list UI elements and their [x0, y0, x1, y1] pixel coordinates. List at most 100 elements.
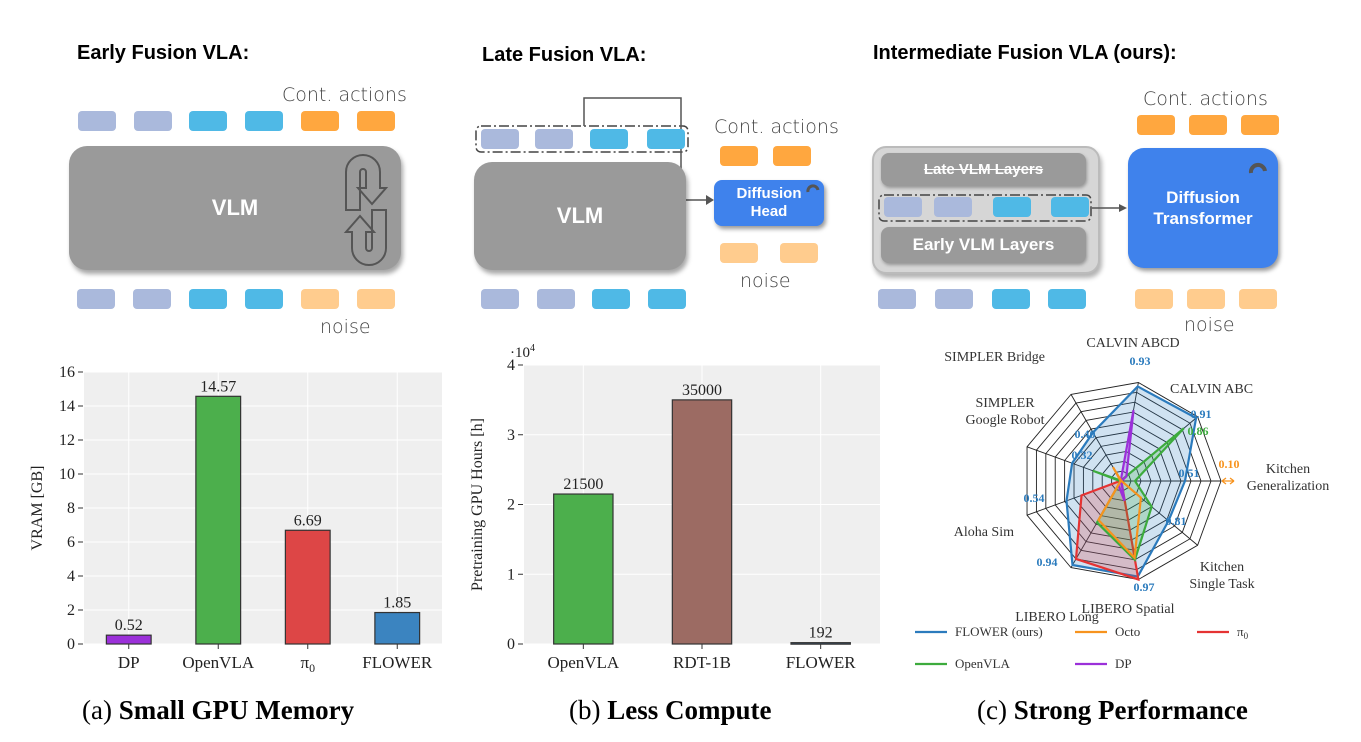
y-tick-label: 4 — [507, 357, 515, 374]
y-multiplier-label: ·104 — [510, 343, 535, 361]
y-tick-label: 14 — [59, 398, 75, 415]
loop-arrow-icon — [343, 154, 389, 266]
intermediate-fusion-title: Intermediate Fusion VLA (ours): — [873, 42, 1177, 64]
radar-axis-label: Aloha Sim — [954, 525, 1014, 540]
radar-value-annotation: 0.93 — [1130, 354, 1151, 368]
vlm-label: VLM — [556, 203, 604, 228]
radar-axis-label: LIBERO Long — [1015, 610, 1099, 625]
caption-c: (c) Strong Performance — [977, 695, 1248, 726]
feature-connector-line — [583, 97, 707, 201]
radar-spoke — [1070, 394, 1122, 482]
radar-axis-label: Kitchen — [1266, 462, 1310, 477]
language-token — [592, 289, 630, 309]
radar-ring — [1045, 401, 1202, 561]
x-tick-label: RDT-1B — [673, 653, 731, 672]
caption-a: (a) Small GPU Memory — [82, 695, 354, 726]
radar-value-annotation: 0.91 — [1191, 407, 1212, 421]
dashdot-selection-box — [475, 125, 689, 153]
y-tick-label: 2 — [507, 497, 515, 514]
language-token — [993, 197, 1031, 217]
legend-label: DP — [1115, 656, 1132, 671]
action-token — [720, 146, 758, 166]
language-token — [189, 289, 227, 309]
radar-ring — [1054, 411, 1192, 551]
caption-a-title: Small GPU Memory — [118, 695, 355, 725]
radar-series-flower-ours- — [1065, 385, 1198, 578]
diffusion-head-line2: Head — [750, 203, 788, 220]
radar-ring — [1101, 460, 1142, 502]
radar-ring — [1092, 450, 1152, 512]
y-tick-label: 3 — [507, 427, 515, 444]
caption-a-prefix: (a) — [82, 695, 119, 725]
vision-token — [134, 111, 172, 131]
caption-c-prefix: (c) — [977, 695, 1014, 725]
action-token — [1189, 115, 1227, 135]
radar-value-annotation: 0.86 — [1188, 424, 1209, 438]
bar-value-label: 6.69 — [294, 512, 322, 529]
radar-ring — [1064, 421, 1182, 541]
diffusion-head-block: Diffusion Head — [714, 180, 824, 226]
y-tick-label: 10 — [59, 466, 75, 483]
early-fusion-title: Early Fusion VLA: — [77, 42, 250, 64]
radar-value-annotation: 0.32 — [1072, 448, 1093, 462]
language-token — [992, 289, 1030, 309]
caption-c-title: Strong Performance — [1013, 695, 1248, 725]
radar-series-octo — [1097, 466, 1143, 561]
radar-axis-label: CALVIN ABC — [1170, 382, 1253, 397]
caption-b-prefix: (b) — [569, 695, 608, 725]
radar-ring — [1035, 391, 1212, 571]
radar-value-annotation: 0.94 — [1037, 555, 1058, 569]
vision-token — [537, 289, 575, 309]
double-arrow-icon — [1221, 477, 1235, 485]
diffusion-transformer-line1: Diffusion — [1166, 188, 1240, 207]
vision-token — [78, 111, 116, 131]
y-tick-label: 1 — [507, 566, 515, 583]
radar-axis-label: CALVIN ABCD — [1086, 336, 1179, 351]
language-token — [245, 111, 283, 131]
late-actions-label: Cont. actions — [714, 116, 839, 138]
vision-token — [133, 289, 171, 309]
radar-ring — [1026, 382, 1222, 580]
vision-token — [481, 289, 519, 309]
bar-value-label: 21500 — [563, 476, 603, 493]
caption-b-title: Less Compute — [607, 695, 772, 725]
vision-token — [935, 289, 973, 309]
dashdot-selection-box — [878, 194, 1092, 222]
x-tick-label: OpenVLA — [547, 653, 619, 672]
loop-arrow-icon — [806, 184, 820, 193]
vision-token — [884, 197, 922, 217]
early-vlm-layers-label: Early VLM Layers — [912, 235, 1055, 254]
language-token — [189, 111, 227, 131]
y-tick-label: 12 — [59, 432, 75, 449]
bar-value-label: 192 — [809, 625, 833, 642]
action-token — [357, 111, 395, 131]
late-fusion-title: Late Fusion VLA: — [482, 44, 647, 66]
vision-token — [878, 289, 916, 309]
legend-label: Octo — [1115, 624, 1140, 639]
legend-label: FLOWER (ours) — [955, 624, 1043, 639]
action-token — [773, 146, 811, 166]
y-axis-label: Pretraining GPU Hours [h] — [469, 418, 486, 591]
bar-value-label: 1.85 — [383, 595, 411, 612]
radar-ring — [1073, 431, 1172, 531]
action-token — [1241, 115, 1279, 135]
noise-token — [780, 243, 818, 263]
action-token — [301, 111, 339, 131]
noise-token — [720, 243, 758, 263]
noise-token — [1187, 289, 1225, 309]
x-tick-label: FLOWER — [786, 653, 857, 672]
radar-axis-label: LIBERO Spatial — [1082, 602, 1175, 617]
radar-axis-label: Kitchen — [1200, 560, 1244, 575]
caption-b: (b) Less Compute — [569, 695, 772, 726]
noise-token — [1239, 289, 1277, 309]
early-noise-label: noise — [320, 316, 371, 338]
radar-value-annotation: 0.51 — [1179, 466, 1200, 480]
vision-token — [934, 197, 972, 217]
bar-rdt-1b — [671, 399, 733, 645]
x-tick-label: OpenVLA — [182, 653, 254, 672]
legend-label: π0 — [1237, 624, 1249, 641]
vision-token — [77, 289, 115, 309]
